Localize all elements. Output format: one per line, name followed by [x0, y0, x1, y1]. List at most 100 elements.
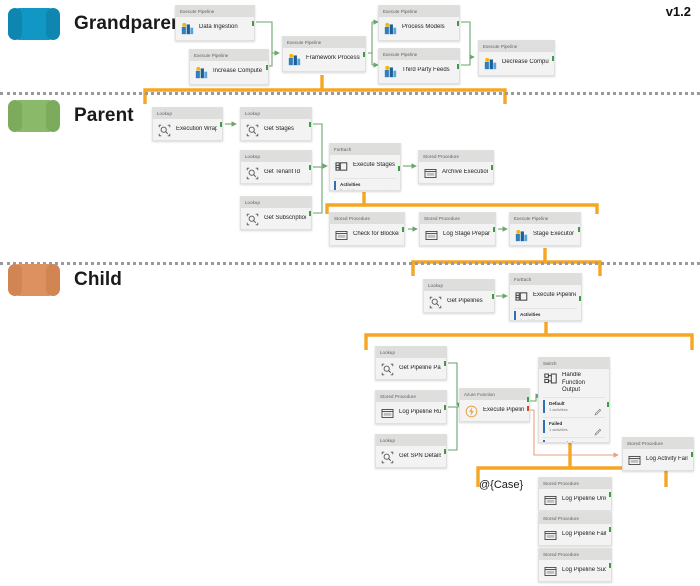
- output-port[interactable]: [551, 55, 554, 61]
- output-port[interactable]: [308, 210, 311, 216]
- node-handle-function-output[interactable]: Switch Handle Function Output Default 1 …: [538, 357, 610, 443]
- stored-procedure-icon: [335, 229, 348, 242]
- node-title: Stage Executor: [533, 231, 575, 238]
- activities-count: 2 activities: [340, 187, 359, 191]
- case-accent-bar: [543, 440, 545, 442]
- execute-pipeline-icon: [181, 22, 194, 35]
- node-type-label: Stored Procedure: [419, 151, 493, 162]
- output-port[interactable]: [491, 293, 494, 299]
- node-log-activity-failure[interactable]: Stored Procedure Log Activity Failure: [622, 437, 694, 471]
- output-port[interactable]: [606, 401, 609, 407]
- node-increase-compute[interactable]: Execute Pipeline Increase Compute: [189, 49, 269, 85]
- output-port[interactable]: [251, 20, 254, 26]
- node-decrease-compute[interactable]: Execute Pipeline Decrease Compute: [478, 40, 555, 76]
- node-title: Handle Function Output: [562, 372, 586, 393]
- node-execution-wrapper[interactable]: Lookup Execution Wrapper: [152, 107, 223, 141]
- node-get-stages[interactable]: Lookup Get Stages: [240, 107, 312, 141]
- node-get-subscription-id[interactable]: Lookup Get Subscription Id: [240, 196, 312, 230]
- output-port[interactable]: [492, 226, 495, 232]
- output-port[interactable]: [362, 51, 365, 57]
- switch-icon: [544, 372, 557, 385]
- node-execute-stages[interactable]: ForEach Execute Stages Activities 2 acti…: [329, 143, 401, 191]
- output-port[interactable]: [443, 448, 446, 454]
- node-get-pipelines[interactable]: Lookup Get Pipelines: [423, 279, 495, 313]
- output-port[interactable]: [577, 226, 580, 232]
- lookup-icon: [158, 124, 171, 137]
- case-label: Failed: [549, 421, 563, 427]
- output-port[interactable]: [578, 295, 581, 301]
- output-port[interactable]: [608, 491, 611, 497]
- node-log-pipeline-running[interactable]: Stored Procedure Log Pipeline Running: [375, 390, 447, 424]
- lookup-icon: [429, 296, 442, 309]
- node-log-pipeline-success[interactable]: Stored Procedure Log Pipeline Success: [538, 548, 612, 582]
- edit-pencil-icon[interactable]: [385, 184, 393, 190]
- lookup-icon: [381, 363, 394, 376]
- node-type-label: Lookup: [424, 280, 494, 291]
- output-port[interactable]: [456, 20, 459, 26]
- stored-procedure-icon: [425, 229, 438, 242]
- edit-pencil-icon[interactable]: [594, 403, 602, 416]
- node-get-tenant-id[interactable]: Lookup Get Tenant Id: [240, 150, 312, 184]
- node-log-pipeline-unknown[interactable]: Stored Procedure Log Pipeline Unknown: [538, 477, 612, 511]
- edit-pencil-icon[interactable]: [594, 443, 602, 444]
- output-port[interactable]: [490, 164, 493, 170]
- node-execute-pipeline-function[interactable]: Azure Function Execute Pipeline: [459, 388, 530, 422]
- node-title: Archive Execution Log: [442, 169, 488, 176]
- output-port[interactable]: [608, 526, 611, 532]
- node-type-label: Execute Pipeline: [510, 213, 580, 224]
- node-type-label: Stored Procedure: [539, 478, 611, 489]
- case-label: Default: [549, 401, 565, 407]
- node-type-label: Stored Procedure: [539, 513, 611, 524]
- activities-strip[interactable]: Activities 6 activities: [514, 308, 577, 321]
- output-port[interactable]: [265, 64, 268, 70]
- divider-grandparent-parent: [0, 92, 700, 95]
- node-title: Log Pipeline Unknown: [562, 496, 606, 503]
- node-stage-executor[interactable]: Execute Pipeline Stage Executor: [509, 212, 581, 246]
- node-log-pipeline-failure[interactable]: Stored Procedure Log Pipeline Failure: [538, 512, 612, 546]
- node-get-pipeline-params[interactable]: Lookup Get Pipeline Params: [375, 346, 447, 380]
- output-port[interactable]: [397, 165, 400, 171]
- output-port-success[interactable]: [526, 396, 529, 402]
- edit-pencil-icon[interactable]: [566, 314, 574, 320]
- node-archive-execution-log[interactable]: Stored Procedure Archive Execution Log: [418, 150, 494, 184]
- node-log-stage-preparing[interactable]: Stored Procedure Log Stage Preparing: [419, 212, 496, 246]
- node-process-models[interactable]: Execute Pipeline Process Models: [378, 5, 460, 41]
- node-third-party-feeds[interactable]: Execute Pipeline Third Party Feeds: [378, 48, 460, 84]
- execute-pipeline-icon: [288, 53, 301, 66]
- node-title: Get Pipeline Params: [399, 365, 441, 372]
- node-framework-processing[interactable]: Execute Pipeline Framework Processing: [282, 36, 366, 72]
- activities-strip[interactable]: Activities 2 activities: [334, 178, 396, 191]
- activities-count: 6 activities: [520, 317, 539, 321]
- node-title: Log Pipeline Running: [399, 409, 441, 416]
- node-type-label: ForEach: [330, 144, 400, 155]
- case-expression-label: @{Case}: [479, 479, 524, 491]
- output-port[interactable]: [308, 121, 311, 127]
- output-port[interactable]: [401, 226, 404, 232]
- output-port[interactable]: [443, 404, 446, 410]
- switch-case-succeeded[interactable]: Succeeded 1 activities: [543, 437, 605, 444]
- output-port[interactable]: [308, 164, 311, 170]
- output-port[interactable]: [608, 562, 611, 568]
- node-type-label: Lookup: [376, 347, 446, 358]
- spool-icon: [8, 100, 60, 132]
- lookup-icon: [381, 451, 394, 464]
- case-accent-bar: [543, 420, 545, 433]
- stored-procedure-icon: [381, 407, 394, 420]
- output-port[interactable]: [456, 63, 459, 69]
- case-count: 1 activities: [549, 406, 568, 412]
- output-port[interactable]: [443, 360, 446, 366]
- edit-pencil-icon[interactable]: [594, 423, 602, 436]
- output-port[interactable]: [690, 451, 693, 457]
- switch-case-default[interactable]: Default 1 activities: [543, 397, 605, 416]
- switch-case-failed[interactable]: Failed 1 activities: [543, 417, 605, 436]
- node-execute-pipelines[interactable]: ForEach Execute Pipelines Activities 6 a…: [509, 273, 582, 321]
- node-check-for-blockers[interactable]: Stored Procedure Check for Blockers: [329, 212, 405, 246]
- node-data-ingestion[interactable]: Execute Pipeline Data Ingestion: [175, 5, 255, 41]
- stored-procedure-icon: [424, 167, 437, 180]
- output-port-failure[interactable]: [526, 405, 529, 411]
- divider-parent-child: [0, 262, 700, 265]
- stored-procedure-icon: [544, 529, 557, 542]
- node-title: Get Subscription Id: [264, 215, 306, 222]
- node-get-spn-details[interactable]: Lookup Get SPN Details: [375, 434, 447, 468]
- output-port[interactable]: [219, 121, 222, 127]
